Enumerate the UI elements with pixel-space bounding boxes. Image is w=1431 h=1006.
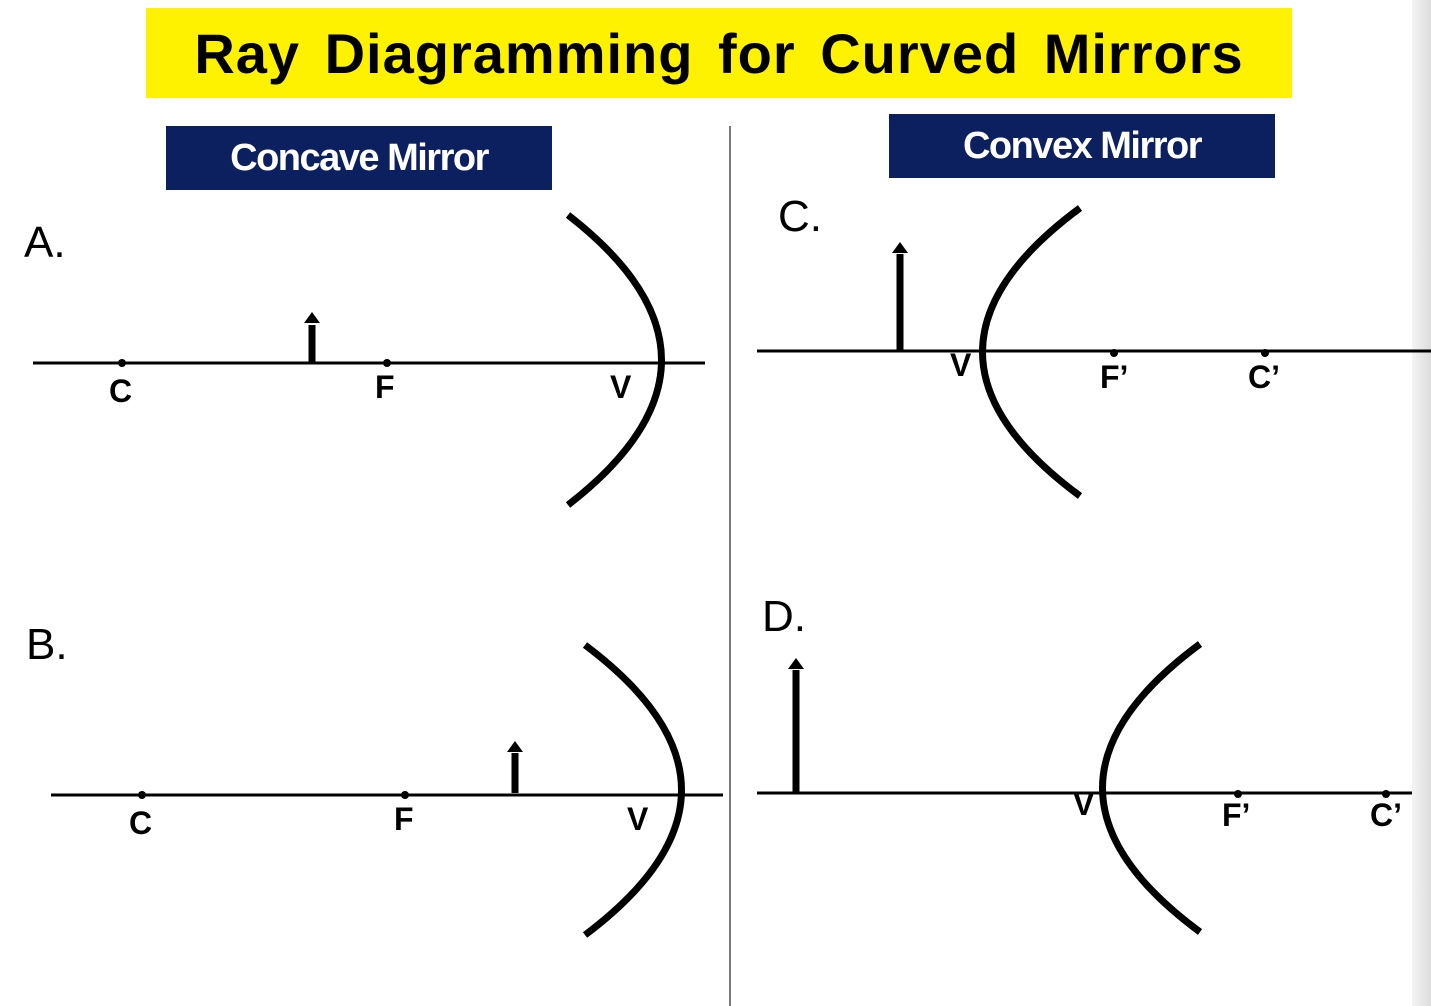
panel-a-point-c xyxy=(118,359,126,367)
panel-d-label-c: C’ xyxy=(1370,797,1402,833)
panel-b-label-f: F xyxy=(394,801,414,837)
panel-c-label-c: C’ xyxy=(1248,359,1280,395)
panel-b-concave-mirror xyxy=(582,642,685,938)
panel-c-convex-mirror xyxy=(979,205,1083,499)
panel-b-label-c: C xyxy=(129,805,152,841)
panel-a-point-f xyxy=(383,359,391,367)
panel-c-diagram: V F’ C’ xyxy=(757,205,1431,499)
panel-d-point-c xyxy=(1382,790,1390,798)
panel-c-label-v: V xyxy=(950,347,972,383)
panel-a-label-c: C xyxy=(109,373,132,409)
concave-mirror-header: Concave Mirror xyxy=(166,126,552,190)
convex-mirror-header: Convex Mirror xyxy=(889,114,1275,178)
panel-b-diagram: C F V xyxy=(51,642,723,938)
panel-b-label: B. xyxy=(26,620,68,669)
panel-d-convex-mirror xyxy=(1099,641,1203,935)
panel-c-point-f xyxy=(1110,349,1118,357)
title-banner: Ray Diagramming for Curved Mirrors xyxy=(146,8,1292,98)
panel-d-label-v: V xyxy=(1073,786,1095,822)
page-edge-shadow xyxy=(1412,0,1431,1006)
panel-c-object-arrow xyxy=(892,242,908,351)
panel-d-label: D. xyxy=(762,592,806,641)
panel-a-object-arrow xyxy=(304,312,320,363)
panel-d-diagram: V F’ C’ xyxy=(757,641,1412,935)
panel-c-label: C. xyxy=(778,192,822,241)
panel-c-label-f: F’ xyxy=(1100,359,1128,395)
panel-a-diagram: C F V xyxy=(33,212,705,508)
panel-d-label-f: F’ xyxy=(1222,797,1250,833)
panel-b-object-arrow xyxy=(507,741,523,793)
page-title: Ray Diagramming for Curved Mirrors xyxy=(194,21,1244,85)
panel-b-point-f xyxy=(401,791,409,799)
panel-d-object-arrow xyxy=(788,658,804,793)
panel-c-point-c xyxy=(1261,349,1269,357)
panel-a-label-f: F xyxy=(375,369,395,405)
panel-b-point-c xyxy=(138,791,146,799)
panel-a-label: A. xyxy=(24,218,66,267)
panel-a-label-v: V xyxy=(610,369,632,405)
column-divider xyxy=(729,126,731,1006)
panel-d-point-f xyxy=(1234,790,1242,798)
panel-b-label-v: V xyxy=(627,801,649,837)
panel-a-concave-mirror xyxy=(565,212,665,508)
